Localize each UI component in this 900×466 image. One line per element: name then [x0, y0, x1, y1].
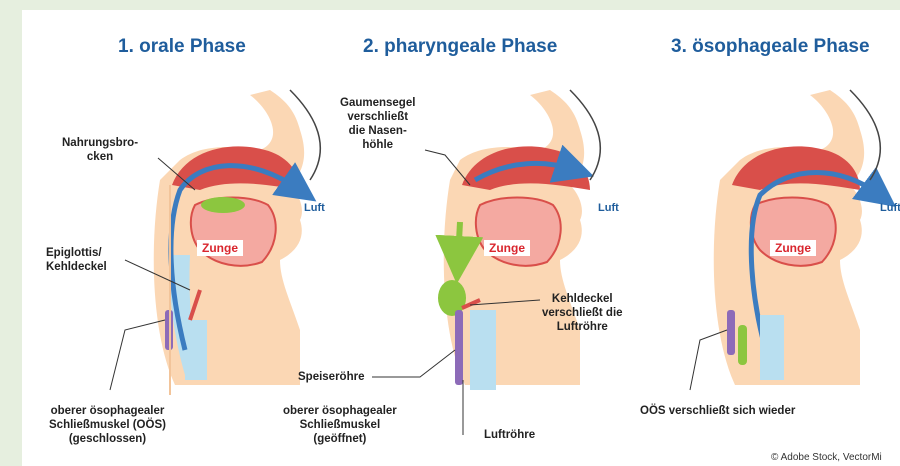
label-luft-3: Luft [880, 202, 900, 214]
head-1-bolus [201, 197, 245, 213]
title-pharyngeal-phase: 2. pharyngeale Phase [363, 36, 557, 58]
label-gaumensegel: Gaumensegel verschließt die Nasen- höhle [340, 96, 415, 152]
label-epiglottis: Epiglottis/ Kehldeckel [46, 246, 107, 274]
label-luft-1: Luft [304, 202, 325, 214]
title-esophageal-phase: 3. ösophageale Phase [671, 36, 870, 58]
head-3-bolus [738, 325, 747, 365]
label-kehldeckel: Kehldeckel verschließt die Luftröhre [542, 292, 623, 334]
label-oos-closed: oberer ösophagealer Schließmuskel (OÖS) … [49, 404, 166, 446]
label-speiseroehre: Speiseröhre [298, 370, 364, 384]
label-luft-2: Luft [598, 202, 619, 214]
head-esophageal-phase [714, 90, 881, 385]
head-2-trachea [470, 310, 496, 390]
label-oos-open: oberer ösophagealer Schließmuskel (geöff… [283, 404, 397, 446]
head-1-trachea [185, 320, 207, 380]
head-3-trachea [760, 315, 784, 380]
label-zunge-3: Zunge [770, 240, 816, 256]
label-zunge-2: Zunge [484, 240, 530, 256]
label-nahrungsbrocken: Nahrungsbro- cken [62, 136, 138, 164]
label-luftroehre: Luftröhre [484, 428, 535, 442]
image-credit: © Adobe Stock, VectorMi [771, 452, 882, 463]
head-2-bolus-arrow [458, 222, 460, 260]
head-2-oos-muscle [455, 310, 463, 385]
label-zunge-1: Zunge [197, 240, 243, 256]
title-oral-phase: 1. orale Phase [118, 36, 246, 58]
head-3-oos-muscle [727, 310, 735, 355]
label-oos-again: OÖS verschließt sich wieder [640, 404, 795, 418]
